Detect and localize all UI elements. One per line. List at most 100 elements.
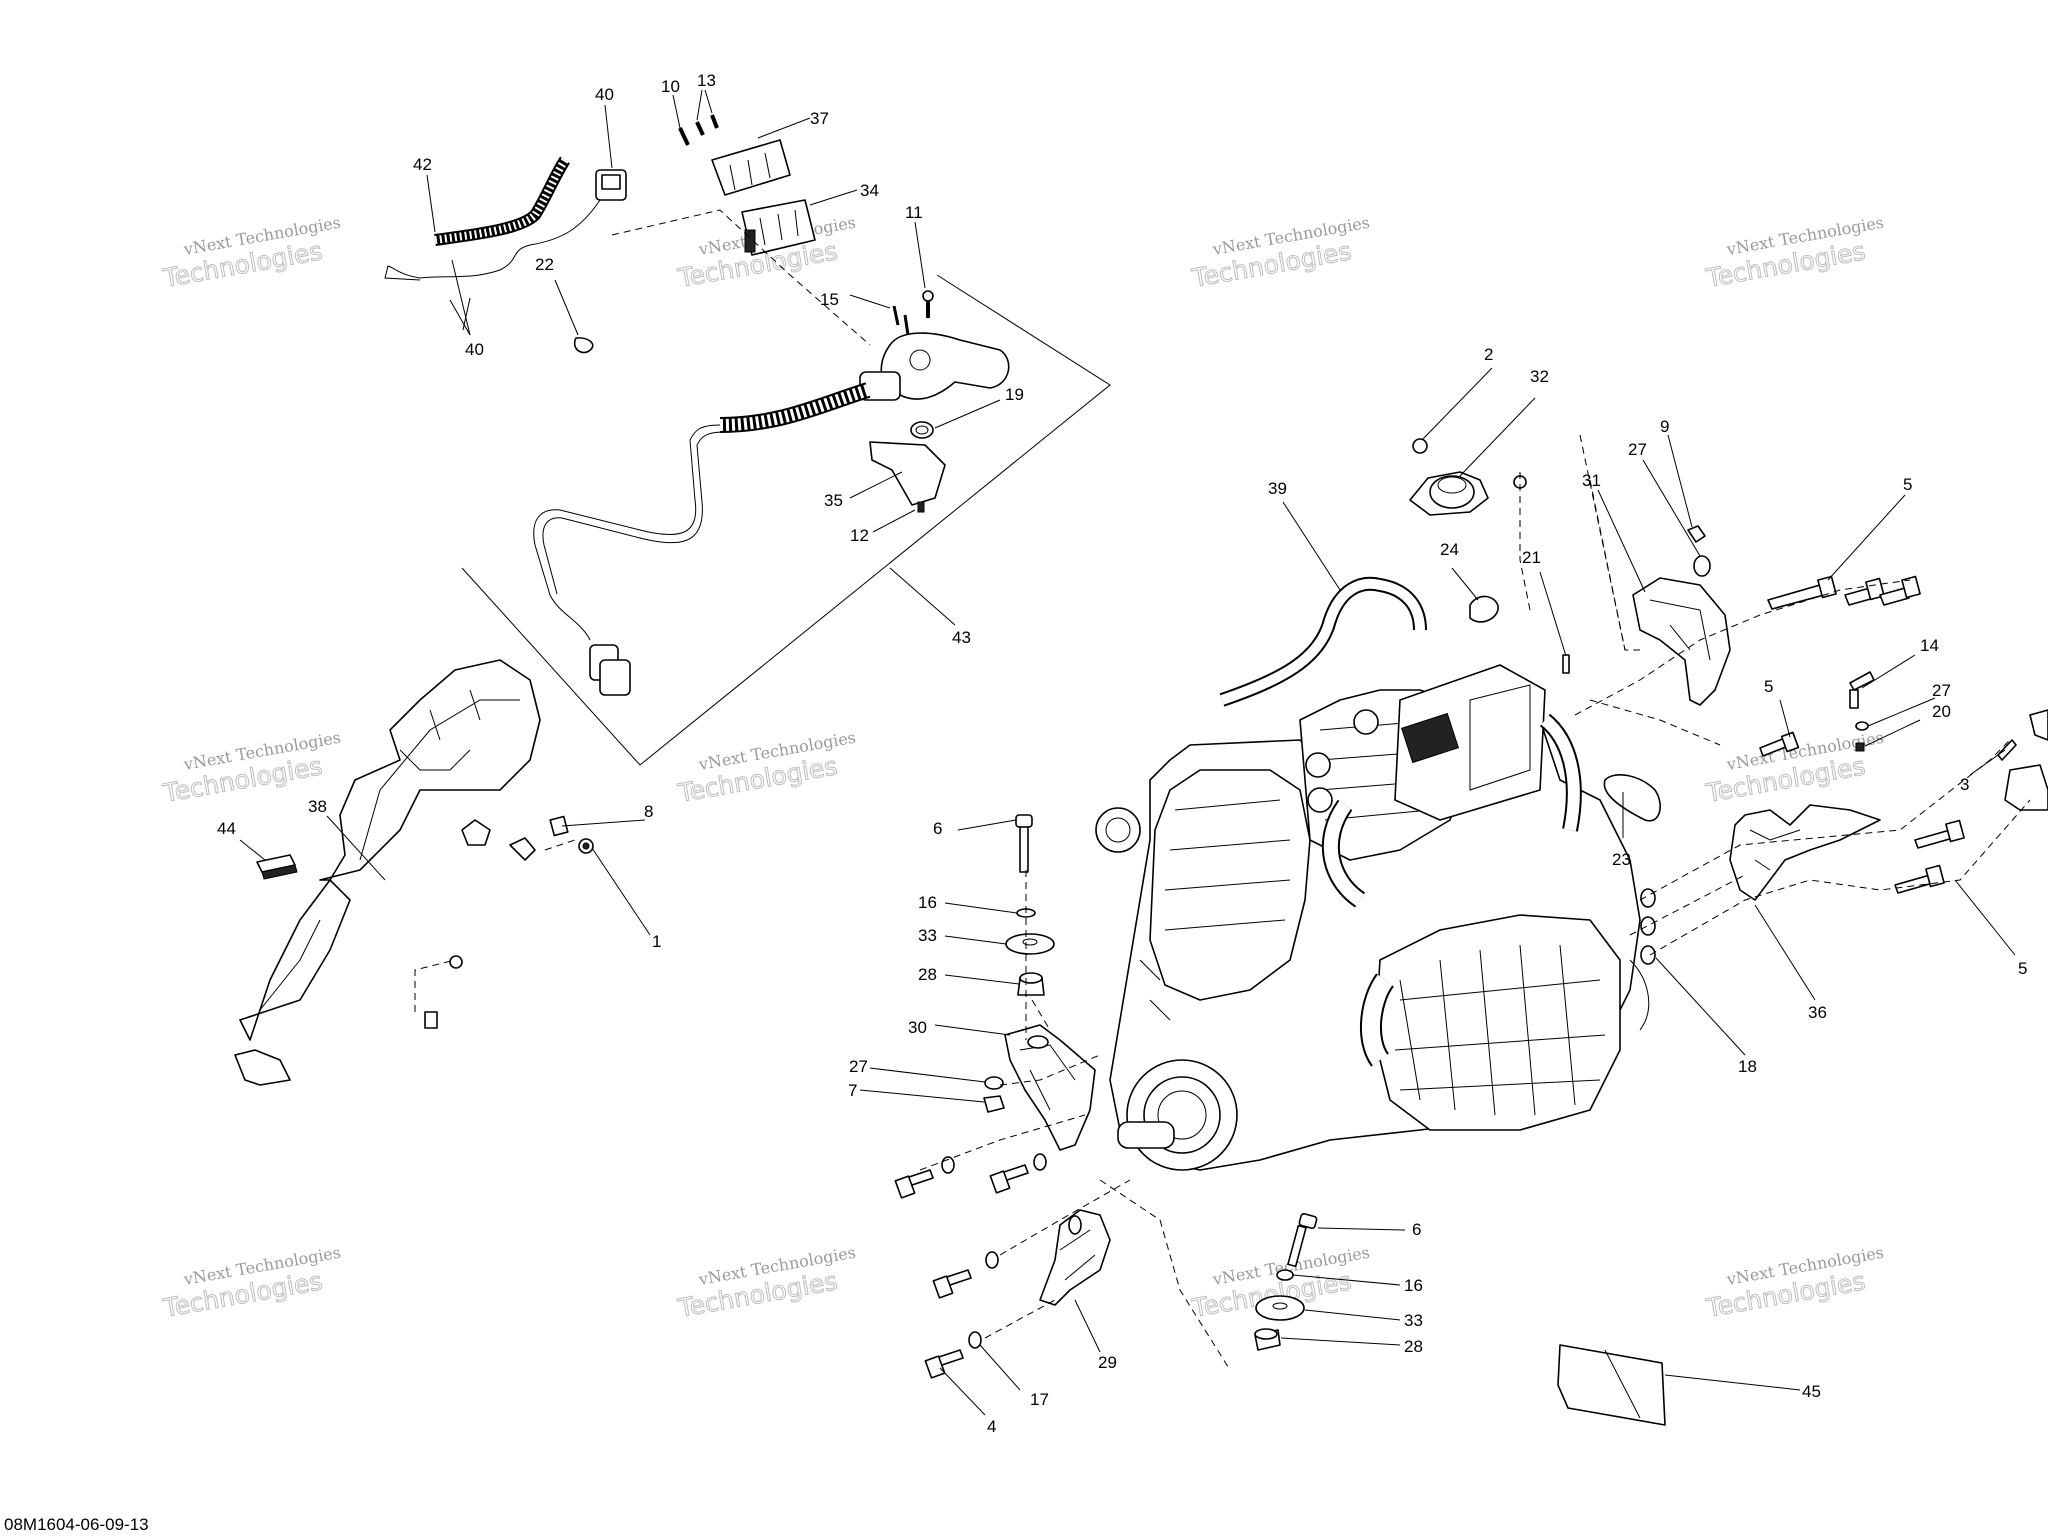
callout: 9 — [1660, 417, 1669, 436]
callout: 29 — [1098, 1353, 1117, 1372]
callout: 6 — [1412, 1220, 1421, 1239]
callout: 27 — [1628, 440, 1647, 459]
frame-38 — [234, 659, 541, 1086]
callout: 33 — [918, 926, 937, 945]
alignment-line — [1031, 999, 1051, 1031]
leader-lines — [239, 89, 2016, 1416]
callout: 16 — [1404, 1276, 1423, 1295]
alignment-line — [414, 959, 456, 1012]
callout: 40 — [595, 85, 614, 104]
bolt-6b — [1287, 1213, 1318, 1268]
callout: 31 — [1582, 471, 1601, 490]
alignment-line — [1099, 1179, 1231, 1371]
gasket-23 — [1603, 774, 1661, 822]
callout: 36 — [1808, 1003, 1827, 1022]
watermark: vNext Technologies Technologies — [1703, 213, 1885, 294]
alignment-line — [999, 1179, 1131, 1256]
callout: 13 — [697, 71, 716, 90]
callout: 15 — [820, 290, 839, 309]
pad-33a — [1005, 933, 1055, 955]
callout: 32 — [1530, 367, 1549, 386]
bolts-5c — [1894, 819, 1965, 894]
ring-19 — [910, 421, 934, 439]
callout-labels: 40 10 13 37 42 34 11 22 40 15 19 35 12 4… — [217, 71, 2027, 1436]
clip-1b — [424, 955, 463, 1029]
callout: 10 — [661, 77, 680, 96]
callout: 16 — [918, 893, 937, 912]
bolts-5b — [1759, 731, 1800, 757]
lower-bolts — [894, 1153, 1047, 1379]
alignment-line — [611, 209, 871, 346]
bolt-6a — [1015, 814, 1033, 873]
callout: 39 — [1268, 479, 1287, 498]
bracket-29 — [1039, 1209, 1111, 1306]
callout: 42 — [413, 155, 432, 174]
sensor-harness-42 — [434, 156, 571, 246]
callout: 21 — [1522, 548, 1541, 567]
callout: 4 — [987, 1417, 996, 1436]
washer-27a — [1693, 555, 1711, 577]
diagram-reference-code: 08M1604-06-09-13 — [4, 1515, 149, 1534]
callout: 5 — [2018, 959, 2027, 978]
washer-27b — [1855, 721, 1869, 731]
callout: 22 — [535, 255, 554, 274]
clamp-22 — [573, 337, 594, 354]
callout: 40 — [465, 340, 484, 359]
bracket-31 — [1632, 577, 1731, 706]
bracket-35 — [869, 441, 946, 506]
bushing-28a — [1017, 972, 1045, 996]
bolt-2 — [1412, 438, 1428, 454]
alignment-line — [1579, 434, 1640, 651]
alignment-line — [1629, 874, 1746, 936]
bolt-1 — [578, 838, 594, 854]
pad-33b — [1255, 1295, 1305, 1321]
callout: 44 — [217, 819, 236, 838]
callout: 45 — [1802, 1382, 1821, 1401]
cover-37 — [711, 139, 791, 196]
watermark: vNext Technologies Technologies — [1189, 213, 1371, 294]
callout: 3 — [1960, 775, 1969, 794]
callout: 33 — [1404, 1311, 1423, 1330]
nut-7 — [983, 1095, 1005, 1113]
washer-16b — [1276, 1269, 1294, 1281]
callout: 11 — [905, 203, 923, 222]
dowel-21 — [1562, 654, 1570, 674]
nut-20 — [1855, 742, 1865, 752]
watermark: vNext Technologies Technologies — [1703, 1243, 1885, 1324]
wire-40 — [384, 199, 601, 281]
callout: 34 — [860, 181, 879, 200]
callout: 27 — [849, 1057, 868, 1076]
mount-3 — [1997, 709, 2048, 811]
screw-14 — [1849, 671, 1875, 709]
callout: 28 — [918, 965, 937, 984]
callout: 37 — [810, 109, 829, 128]
pad-44 — [256, 854, 298, 880]
callout: 23 — [1612, 850, 1631, 869]
callout: 28 — [1404, 1337, 1423, 1356]
clip-8 — [549, 815, 569, 837]
watermark: vNext Technologies Technologies — [160, 213, 342, 294]
alignment-line — [544, 839, 576, 851]
callout: 27 — [1932, 681, 1951, 700]
watermark: vNext Technologies Technologies — [675, 728, 857, 809]
alignment-line — [1519, 472, 1531, 611]
callout: 12 — [850, 526, 869, 545]
callout: 14 — [1920, 636, 1939, 655]
mount-32 — [1409, 471, 1489, 516]
watermark: vNext Technologies Technologies — [160, 1243, 342, 1324]
bushing-28b — [1254, 1328, 1281, 1351]
callout: 19 — [1005, 385, 1024, 404]
callout: 18 — [1738, 1057, 1757, 1076]
callout: 17 — [1030, 1390, 1049, 1409]
callout: 38 — [308, 797, 327, 816]
callout: 8 — [644, 802, 653, 821]
alignment-line — [1639, 739, 2011, 901]
engine-block — [1095, 664, 1650, 1171]
alignment-line — [1589, 699, 1721, 746]
screw-10 — [678, 127, 690, 146]
hose-39 — [1219, 576, 1427, 707]
callout: 24 — [1440, 540, 1459, 559]
callout: 35 — [824, 491, 843, 510]
ring-24 — [1469, 595, 1499, 623]
screw-13 — [695, 114, 719, 136]
